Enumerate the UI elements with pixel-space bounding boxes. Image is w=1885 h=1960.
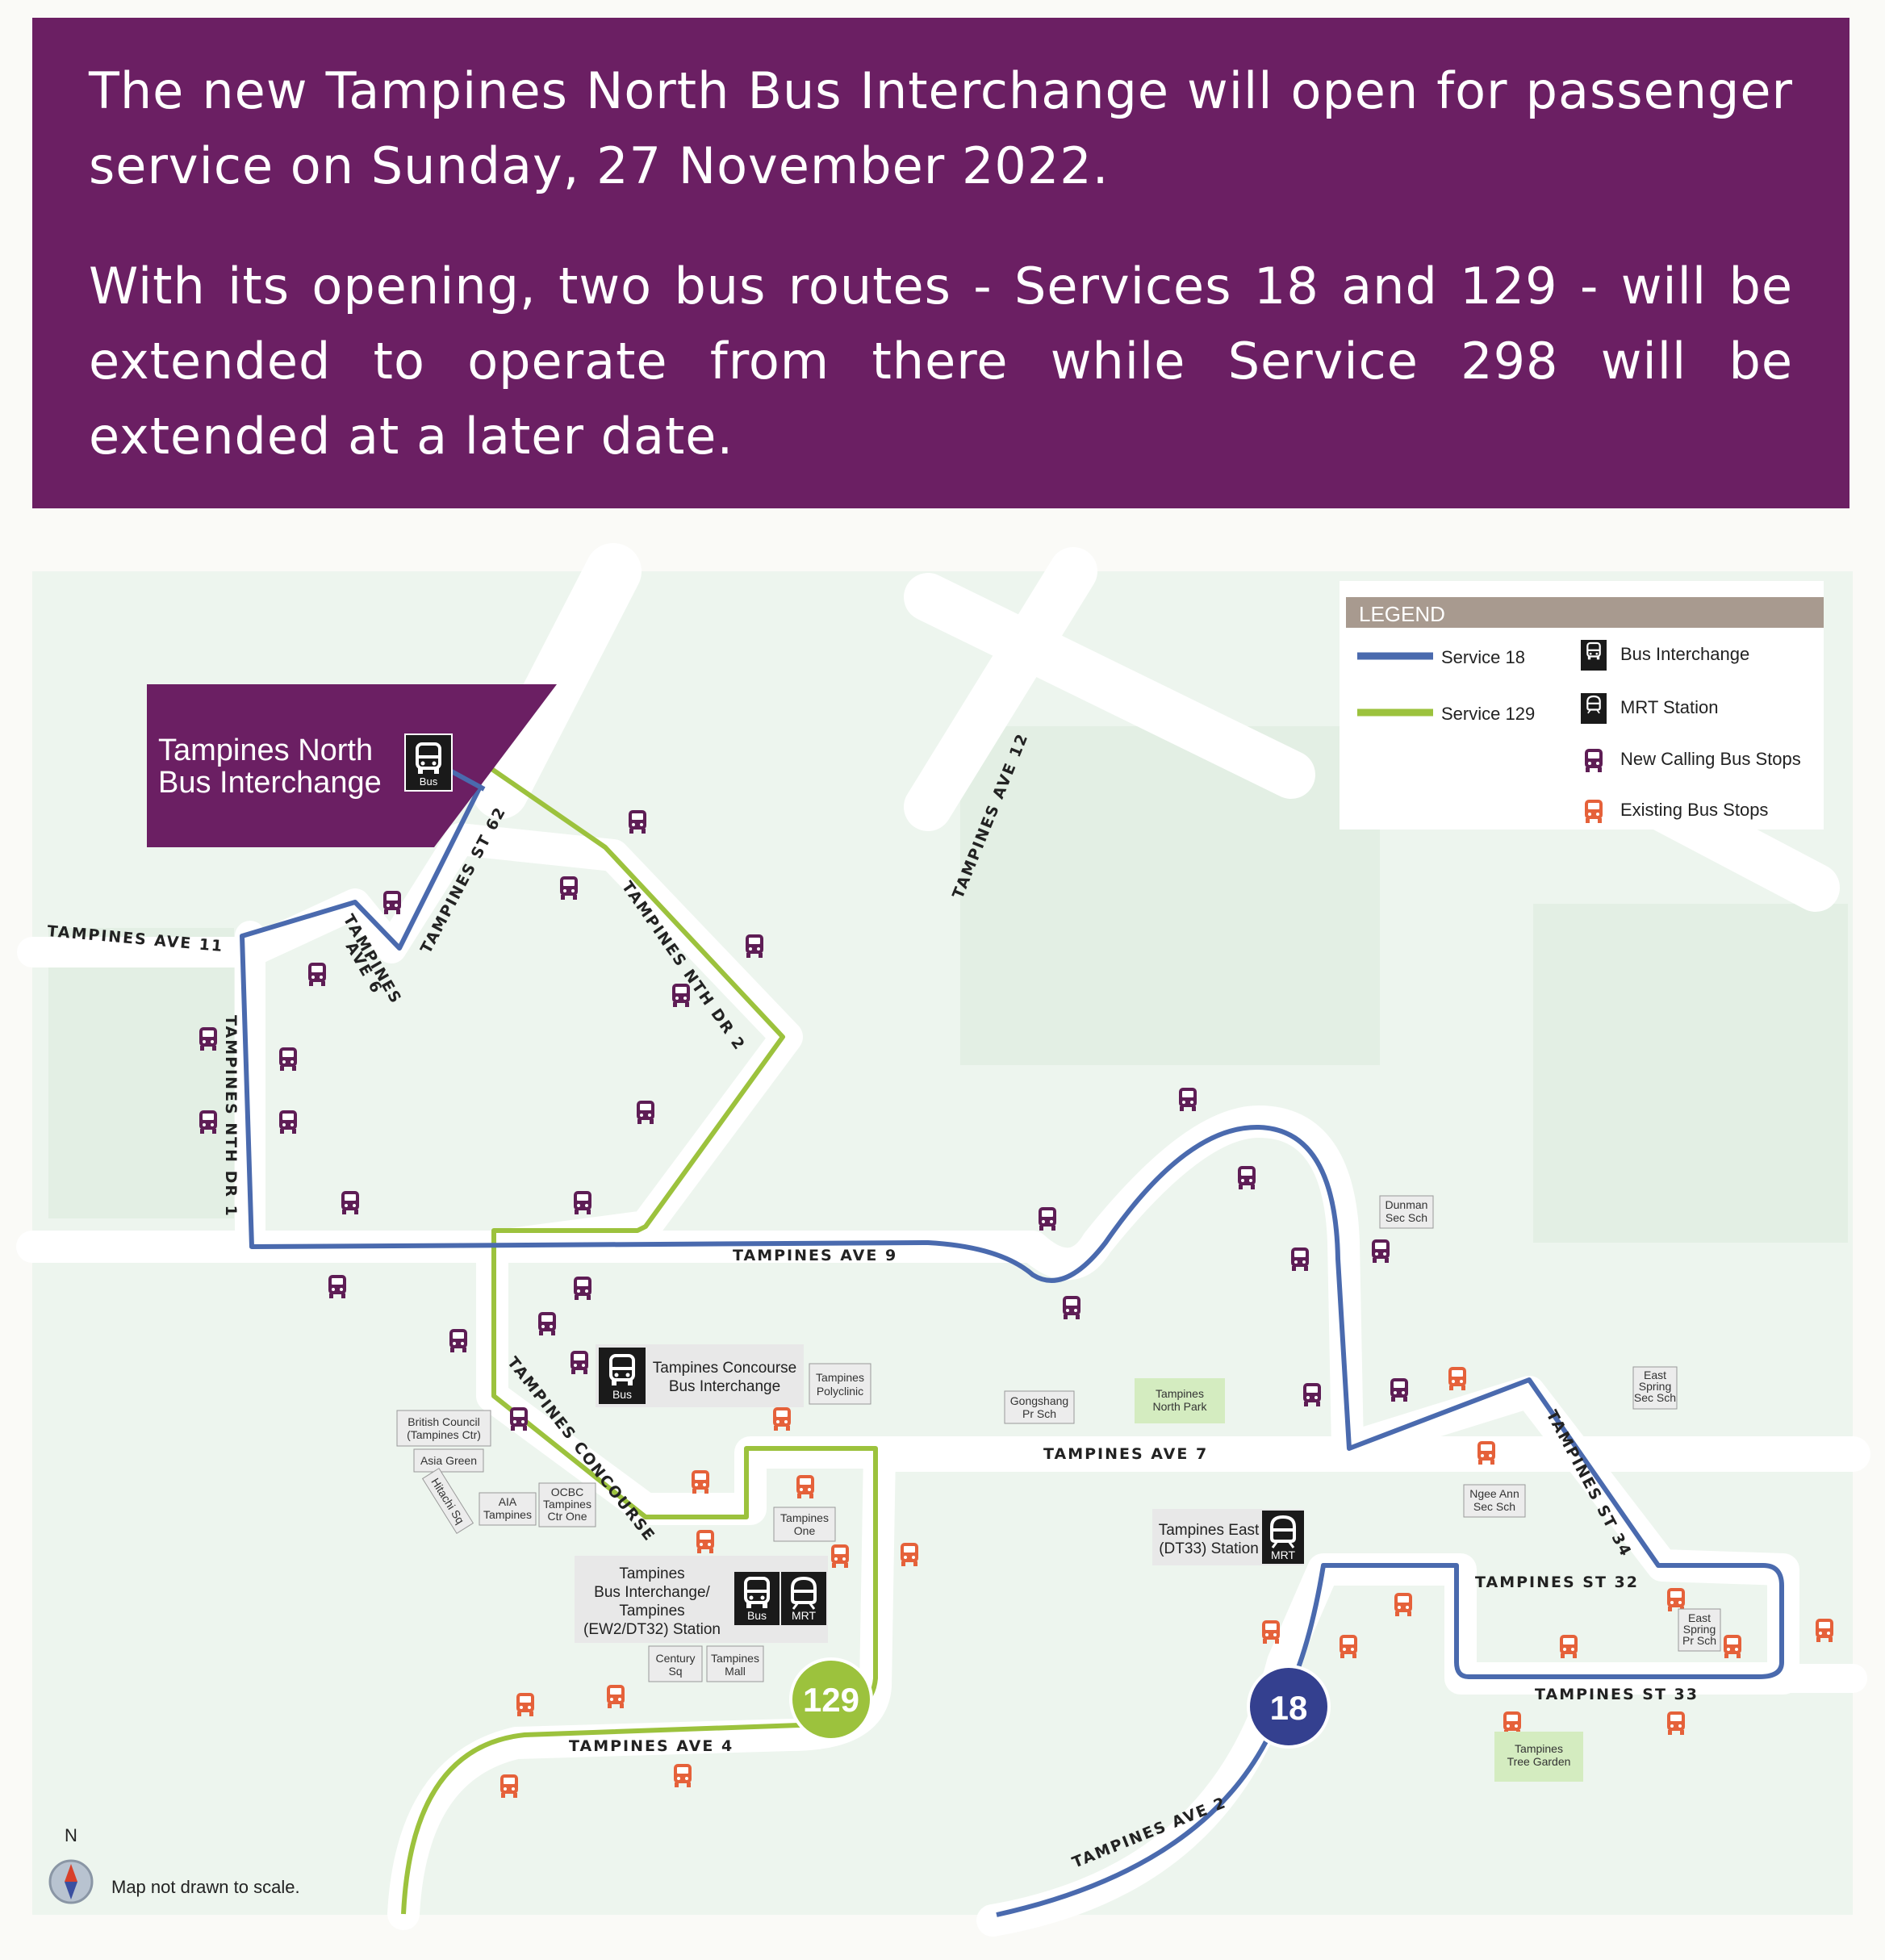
bus-interchange-icon <box>734 1572 779 1625</box>
svg-text:Spring: Spring <box>1639 1380 1671 1393</box>
svg-text:OCBC: OCBC <box>551 1486 583 1498</box>
place-tampines-north-park: Tampines North Park <box>1135 1378 1225 1423</box>
place-asia-green: Asia Green <box>413 1448 484 1473</box>
svg-text:Sec Sch: Sec Sch <box>1386 1211 1427 1224</box>
svg-text:AIA: AIA <box>499 1495 517 1508</box>
svg-text:Tampines: Tampines <box>780 1511 829 1524</box>
service-18-badge: 18 <box>1247 1665 1331 1749</box>
svg-text:Tampines: Tampines <box>1156 1387 1204 1400</box>
svg-text:Century: Century <box>655 1652 695 1665</box>
compass: N <box>48 1825 94 1904</box>
place-east-spring-pr-sch: East Spring Pr Sch <box>1678 1608 1721 1652</box>
place-tampines-tree-garden: Tampines Tree Garden <box>1494 1732 1583 1782</box>
svg-text:North Park: North Park <box>1153 1400 1208 1413</box>
announcement-banner: The new Tampines North Bus Interchange w… <box>32 18 1849 508</box>
map-scale-note: Map not drawn to scale. <box>111 1877 300 1897</box>
svg-text:British Council: British Council <box>408 1415 479 1428</box>
place-tampines-mall: Tampines Mall <box>706 1645 764 1682</box>
place-labels: Tampines Polyclinic British Council (Tam… <box>396 1195 1721 1782</box>
road-label-ave-9: TAMPINES AVE 9 <box>733 1247 897 1264</box>
road-label-ave-7: TAMPINES AVE 7 <box>1043 1445 1208 1463</box>
compass-north-label: N <box>65 1825 77 1845</box>
place-tampines-polyclinic: Tampines Polyclinic <box>809 1363 871 1405</box>
tampines-east-line-1: Tampines East <box>1159 1522 1260 1539</box>
svg-text:Mall: Mall <box>725 1665 746 1678</box>
place-century-sq: Century Sq <box>648 1645 703 1682</box>
road-label-nth-dr-1: TAMPINES NTH DR 1 <box>222 1015 240 1218</box>
interchange-name-line-1: Tampines North <box>158 733 373 767</box>
road-label-ave-4: TAMPINES AVE 4 <box>569 1737 734 1755</box>
svg-text:Ctr One: Ctr One <box>547 1510 587 1523</box>
svg-text:Pr Sch: Pr Sch <box>1022 1407 1056 1420</box>
svg-text:Tampines: Tampines <box>543 1498 591 1511</box>
tampines-station-line-4: (EW2/DT32) Station <box>583 1621 721 1638</box>
place-tampines-one: Tampines One <box>773 1507 836 1542</box>
place-gongshang-pr-sch: Gongshang Pr Sch <box>1004 1390 1075 1424</box>
svg-text:East: East <box>1644 1369 1666 1381</box>
svg-text:One: One <box>794 1524 816 1537</box>
mrt-station-icon <box>781 1572 826 1625</box>
concourse-interchange-line-1: Tampines Concourse <box>653 1360 796 1377</box>
legend-mrt-station: MRT Station <box>1620 697 1718 717</box>
place-east-spring-sec-sch: East Spring Sec Sch <box>1632 1366 1678 1410</box>
tampines-east-line-2: (DT33) Station <box>1159 1540 1259 1557</box>
bus-interchange-icon <box>1581 640 1607 671</box>
tampines-north-interchange-callout: Tampines North Bus Interchange Bus <box>147 684 557 847</box>
service-129-badge: 129 <box>789 1657 873 1741</box>
svg-text:Pr Sch: Pr Sch <box>1682 1634 1716 1647</box>
svg-text:Tree Garden: Tree Garden <box>1507 1755 1571 1768</box>
svg-text:Gongshang: Gongshang <box>1010 1394 1068 1407</box>
service-129-number: 129 <box>803 1681 859 1719</box>
svg-text:Asia Green: Asia Green <box>420 1454 477 1467</box>
svg-text:Sec Sch: Sec Sch <box>1634 1391 1676 1404</box>
bus-badge-label: Bus <box>420 775 438 788</box>
place-aia-tampines: AIA Tampines <box>479 1492 537 1526</box>
svg-text:Tampines: Tampines <box>1515 1742 1563 1755</box>
svg-text:Dunman: Dunman <box>1386 1198 1428 1211</box>
place-dunman-sec-sch: Dunman Sec Sch <box>1379 1195 1434 1229</box>
svg-text:Tampines: Tampines <box>711 1652 759 1665</box>
tampines-interchange-station: Tampines Bus Interchange/ Tampines (EW2/… <box>575 1556 828 1643</box>
svg-text:Sec Sch: Sec Sch <box>1473 1500 1515 1513</box>
mrt-station-icon <box>1262 1511 1304 1564</box>
tampines-station-line-1: Tampines <box>619 1565 684 1582</box>
legend-service-18: Service 18 <box>1441 647 1525 667</box>
svg-text:Tampines: Tampines <box>816 1371 864 1384</box>
svg-text:East: East <box>1688 1611 1711 1624</box>
place-british-council: British Council (Tampines Ctr) <box>396 1410 491 1447</box>
place-ocbc: OCBC Tampines Ctr One <box>538 1482 596 1527</box>
interchange-name-line-2: Bus Interchange <box>158 766 382 800</box>
legend-title: LEGEND <box>1359 602 1445 626</box>
legend-service-129: Service 129 <box>1441 704 1535 724</box>
svg-text:(Tampines Ctr): (Tampines Ctr) <box>407 1428 481 1441</box>
legend-bus-interchange: Bus Interchange <box>1620 644 1749 664</box>
mrt-badge-label: MRT <box>1271 1548 1296 1561</box>
road-label-st-32: TAMPINES ST 32 <box>1475 1573 1639 1591</box>
legend: LEGEND Service 18 Service 129 Bus Interc… <box>1340 581 1824 830</box>
service-18-number: 18 <box>1270 1689 1308 1727</box>
bus-badge-label: Bus <box>612 1388 632 1401</box>
legend-new-bus-stops: New Calling Bus Stops <box>1620 749 1801 769</box>
road-label-st-33: TAMPINES ST 33 <box>1535 1686 1699 1703</box>
svg-text:Ngee Ann: Ngee Ann <box>1469 1487 1519 1500</box>
tampines-concourse-interchange: Bus Tampines Concourse Bus Interchange <box>596 1344 804 1407</box>
announcement-paragraph-1: The new Tampines North Bus Interchange w… <box>89 61 1793 195</box>
tampines-station-line-2: Bus Interchange/ <box>594 1584 710 1601</box>
svg-text:Polyclinic: Polyclinic <box>817 1385 863 1398</box>
mrt-badge-label: MRT <box>792 1609 817 1622</box>
tampines-station-line-3: Tampines <box>619 1603 684 1619</box>
tampines-east-station: Tampines East (DT33) Station MRT <box>1152 1509 1304 1565</box>
legend-existing-bus-stops: Existing Bus Stops <box>1620 800 1768 820</box>
announcement-paragraph-2: With its opening, two bus routes - Servi… <box>89 257 1793 466</box>
svg-text:Spring: Spring <box>1683 1623 1716 1636</box>
svg-text:Sq: Sq <box>668 1665 682 1678</box>
place-ngee-ann-sec-sch: Ngee Ann Sec Sch <box>1463 1484 1526 1518</box>
concourse-interchange-line-2: Bus Interchange <box>669 1378 780 1395</box>
mrt-station-icon <box>1581 693 1607 724</box>
svg-text:Tampines: Tampines <box>483 1508 532 1521</box>
bus-badge-label: Bus <box>747 1609 767 1622</box>
